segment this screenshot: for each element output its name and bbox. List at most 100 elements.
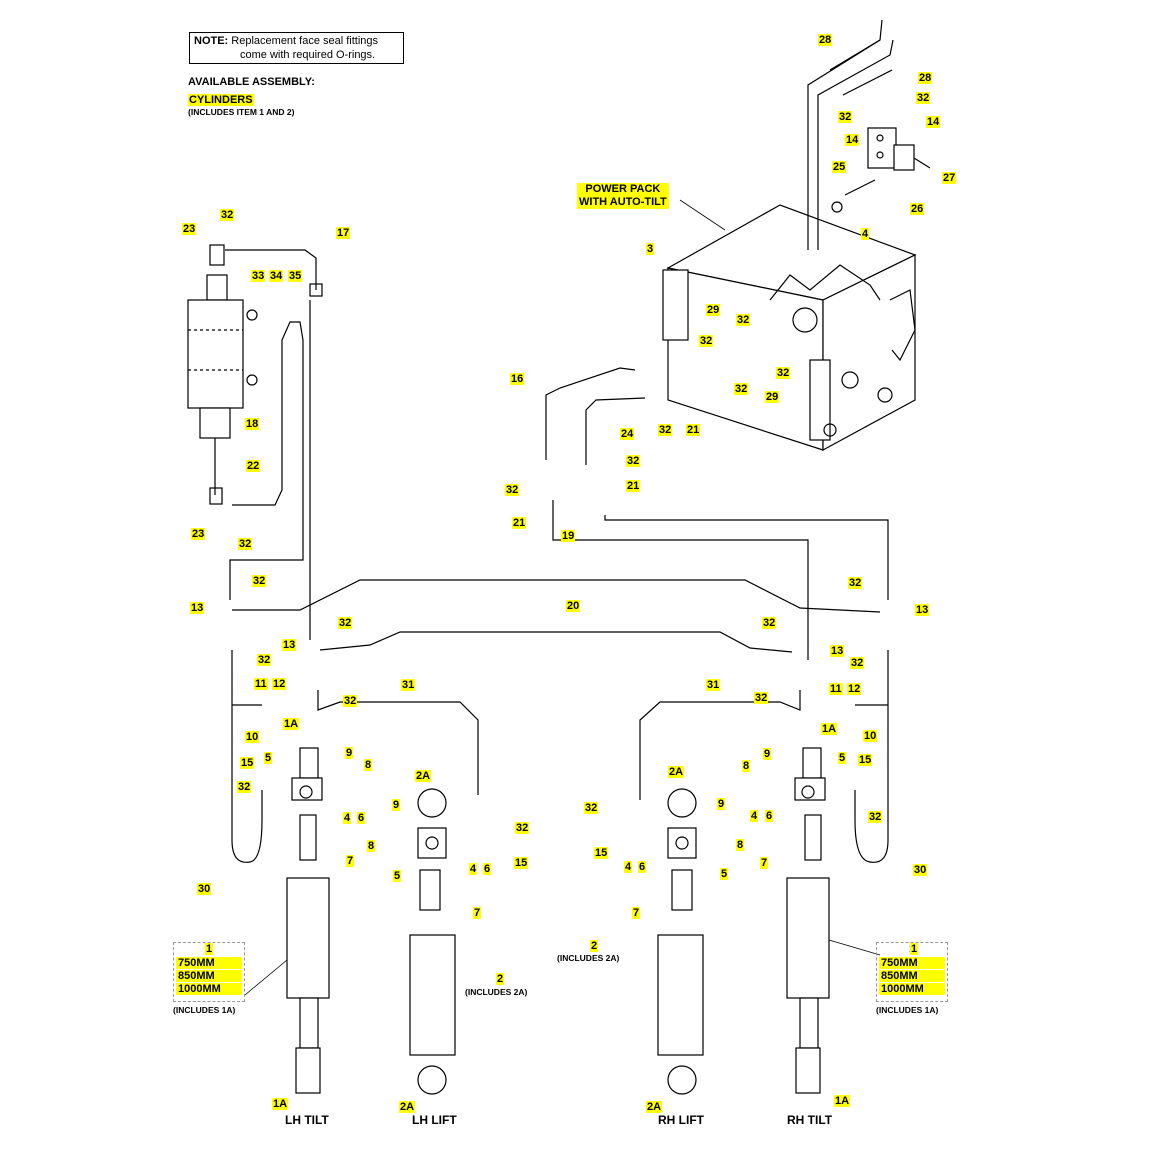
callout-label: 26 [910, 203, 925, 215]
note-prefix: NOTE: [194, 35, 229, 47]
note-box: NOTE: Replacement face seal fittings com… [189, 32, 404, 64]
size-option: 850MM [879, 970, 945, 982]
callout-label: 32 [736, 314, 751, 326]
callout-label: 28 [918, 72, 933, 84]
callout-label: 32 [868, 811, 883, 823]
size-box-left: 1 750MM 850MM 1000MM [173, 942, 245, 1002]
callout-label: 13 [282, 639, 297, 651]
callout-label: 9 [763, 748, 772, 760]
size-option: 850MM [176, 970, 242, 982]
callout-label: 8 [742, 760, 751, 772]
callout-label: 1A [272, 1098, 289, 1110]
power-pack-line-1: POWER PACK [585, 183, 661, 195]
callout-label: 4 [750, 810, 759, 822]
title-rh-lift: RH LIFT [658, 1113, 704, 1127]
callout-label: 6 [638, 861, 647, 873]
callout-label: 8 [364, 759, 373, 771]
callout-label: 9 [717, 798, 726, 810]
callout-label: 15 [594, 847, 609, 859]
callout-label: 32 [515, 822, 530, 834]
callout-label: 10 [245, 731, 260, 743]
auto-tilt-valve [867, 127, 931, 171]
callout-label: 20 [566, 600, 581, 612]
includes-2a-left: (INCLUDES 2A) [465, 987, 528, 997]
callout-label: 31 [401, 679, 416, 691]
rh-tilt-cylinder [786, 747, 830, 1094]
callout-label: 25 [832, 161, 847, 173]
callout-label: 8 [367, 840, 376, 852]
callout-label: 30 [913, 864, 928, 876]
callout-label: 5 [720, 868, 729, 880]
callout-label: 2 [590, 940, 599, 952]
callout-label: 35 [288, 270, 303, 282]
callout-label: 32 [257, 654, 272, 666]
rh-lift-cylinder [657, 788, 704, 1095]
callout-label: 5 [838, 752, 847, 764]
callout-label: 30 [197, 883, 212, 895]
callout-label: 17 [336, 227, 351, 239]
callout-label: 32 [220, 209, 235, 221]
note-line-2: come with required O-rings. [240, 49, 376, 61]
callout-label: 32 [658, 424, 673, 436]
callout-label: 32 [734, 383, 749, 395]
callout-label: 9 [345, 747, 354, 759]
callout-label: 4 [469, 863, 478, 875]
callout-label: 15 [240, 757, 255, 769]
callout-label: 4 [624, 861, 633, 873]
callout-label: 7 [632, 907, 641, 919]
callout-label: 24 [620, 428, 635, 440]
callout-label: 12 [272, 678, 287, 690]
callout-label: 7 [760, 857, 769, 869]
title-rh-tilt: RH TILT [787, 1113, 833, 1127]
power-pack-label: POWER PACK WITH AUTO-TILT [577, 183, 669, 209]
power-pack-housing [662, 204, 917, 452]
callout-label: 32 [238, 538, 253, 550]
callout-label: 1 [910, 943, 919, 955]
note-line-1: Replacement face seal fittings [231, 35, 379, 47]
includes-2a-right: (INCLUDES 2A) [557, 953, 620, 963]
size-option: 1000MM [176, 983, 242, 995]
callout-label: 14 [845, 134, 860, 146]
callout-label: 16 [510, 373, 525, 385]
callout-label: 7 [473, 907, 482, 919]
callout-label: 6 [483, 863, 492, 875]
callout-label: 1A [834, 1095, 851, 1107]
callout-label: 32 [850, 657, 865, 669]
callout-label: 10 [863, 730, 878, 742]
callout-label: 27 [942, 172, 957, 184]
callout-label: 32 [848, 577, 863, 589]
callout-label: 34 [269, 270, 284, 282]
lh-lift-cylinder [409, 788, 456, 1095]
callout-label: 22 [246, 460, 261, 472]
callout-label: 23 [182, 223, 197, 235]
lh-tilt-cylinder [286, 747, 330, 1094]
callout-label: 32 [699, 335, 714, 347]
callout-label: 2A [399, 1101, 416, 1113]
callout-label: 21 [686, 424, 701, 436]
callout-label: 32 [754, 692, 769, 704]
callout-label: 32 [916, 92, 931, 104]
callout-label: 11 [829, 683, 843, 695]
title-lh-lift: LH LIFT [412, 1113, 457, 1127]
includes-1a-right: (INCLUDES 1A) [876, 1005, 939, 1015]
callout-label: 9 [392, 799, 401, 811]
callout-label: 13 [915, 604, 930, 616]
callout-label: 2A [668, 766, 685, 778]
callout-label: 4 [343, 812, 352, 824]
size-option: 750MM [879, 957, 945, 969]
size-option: 1000MM [879, 983, 945, 995]
callout-label: 31 [706, 679, 721, 691]
assembly-item: CYLINDERS [188, 94, 254, 106]
callout-label: 21 [626, 480, 641, 492]
callout-label: 6 [765, 810, 774, 822]
callout-label: 32 [776, 367, 791, 379]
callout-label: 19 [561, 530, 576, 542]
callout-label: 32 [838, 111, 853, 123]
callout-label: 1A [283, 718, 300, 730]
callout-label: 6 [357, 812, 366, 824]
callout-label: 2 [496, 973, 505, 985]
callout-label: 13 [830, 645, 845, 657]
callout-label: 4 [861, 228, 870, 240]
title-lh-tilt: LH TILT [285, 1113, 329, 1127]
